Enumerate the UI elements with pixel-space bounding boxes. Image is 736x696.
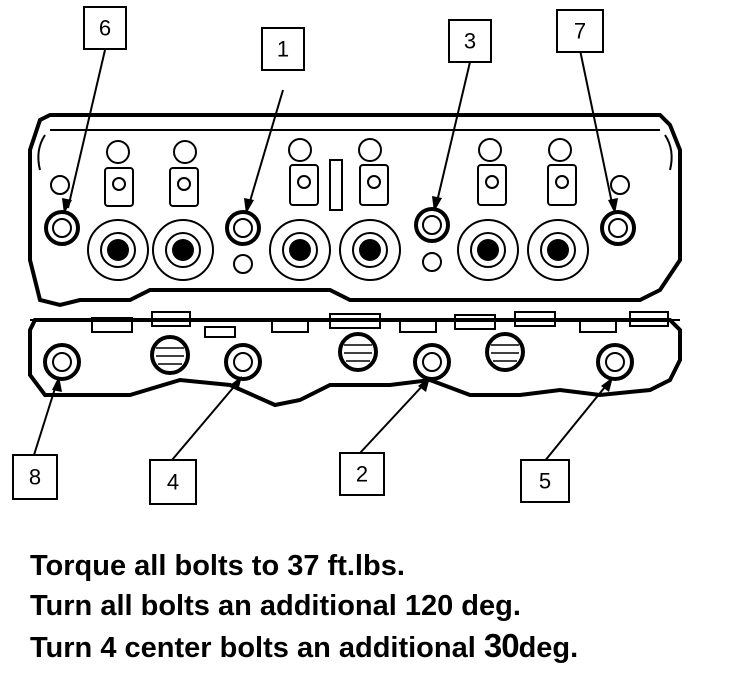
label-4: 4 [149,459,197,505]
svg-text:2: 2 [356,462,368,487]
instruction-line-3-text: Turn 4 center bolts an additional [30,632,484,664]
instruction-line-3-value: 30 [483,627,520,664]
svg-text:1: 1 [277,37,289,62]
label-6: 6 [83,6,127,50]
spark-plugs [150,332,525,375]
svg-text:8: 8 [29,465,41,490]
instruction-line-3: Turn 4 center bolts an additional 30deg. [30,626,578,666]
label-2: 2 [339,452,385,496]
leader-lines [33,49,618,463]
label-8: 8 [12,454,58,500]
instruction-line-2: Turn all bolts an additional 120 deg. [30,590,521,622]
svg-text:5: 5 [539,469,551,494]
valve-seats [87,219,589,281]
label-7: 7 [556,9,604,53]
head-bolts [43,207,636,381]
svg-text:6: 6 [99,16,111,41]
cylinder-head-body [28,113,682,408]
instruction-line-3-unit: deg. [518,632,579,664]
label-3: 3 [448,19,492,63]
small-holes [50,138,630,274]
torque-instructions: Torque all bolts to 37 ft.lbs. Turn all … [30,546,578,666]
svg-text:3: 3 [464,29,476,54]
cylinder-head-diagram: 6 1 3 7 8 4 2 5 [12,6,682,505]
label-1: 1 [261,27,305,71]
label-5: 5 [520,459,570,503]
svg-text:4: 4 [167,470,179,495]
svg-text:7: 7 [574,19,586,44]
instruction-line-1: Torque all bolts to 37 ft.lbs. [30,550,405,582]
rocker-studs [104,159,577,211]
